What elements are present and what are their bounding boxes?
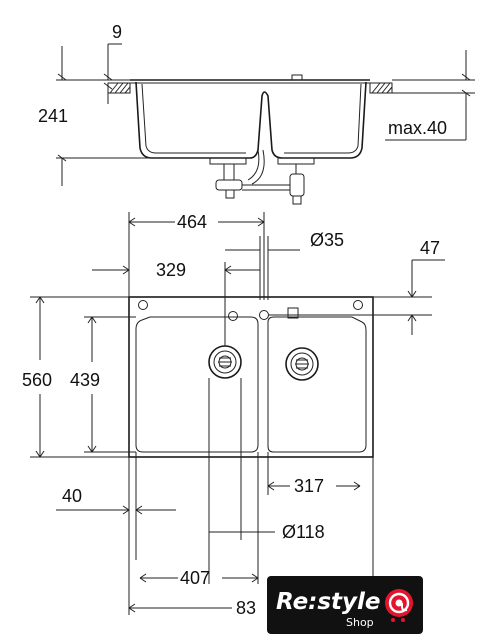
sink-outline bbox=[128, 296, 374, 458]
dim-left-bowl-width: 407 bbox=[180, 568, 210, 588]
dim-flange-thickness: 9 bbox=[112, 22, 122, 42]
right-drain bbox=[285, 347, 319, 381]
dim-total-depth: 560 bbox=[22, 370, 52, 390]
dim-bowl-depth: 439 bbox=[70, 370, 100, 390]
dim-depth: 241 bbox=[38, 106, 68, 126]
dim-tap-offset: 464 bbox=[177, 212, 207, 232]
tap-hole-left bbox=[138, 300, 148, 310]
worktop-right-hatch bbox=[369, 82, 393, 94]
dim-front-offset: 40 bbox=[62, 486, 82, 506]
dim-total-width: 83 bbox=[236, 598, 256, 618]
top-view: 464 Ø35 329 47 560 bbox=[22, 212, 445, 618]
right-bowl bbox=[267, 316, 367, 453]
badge-brand: Re:style bbox=[276, 589, 381, 615]
restyle-shop-badge: Re:style Shop bbox=[267, 576, 423, 634]
dim-left-drain-offset: 329 bbox=[156, 260, 186, 280]
left-drain bbox=[208, 345, 242, 379]
badge-sub: Shop bbox=[346, 616, 374, 629]
left-bowl bbox=[135, 316, 259, 453]
overflow-button bbox=[287, 307, 299, 319]
tap-hole-center bbox=[259, 310, 269, 320]
cart-at-icon bbox=[385, 589, 413, 622]
dim-right-drain-offset: 317 bbox=[294, 476, 324, 496]
dim-back-offset: 47 bbox=[420, 238, 440, 258]
dim-max-worktop: max.40 bbox=[388, 118, 447, 138]
tap-hole-mid bbox=[228, 311, 238, 321]
sink-profile bbox=[135, 81, 367, 159]
dim-tap-hole: Ø35 bbox=[310, 230, 344, 250]
dim-drain-diameter: Ø118 bbox=[282, 522, 325, 542]
tap-hole-right bbox=[353, 300, 363, 310]
siphon bbox=[215, 149, 305, 205]
side-view: 9 241 max.40 bbox=[38, 22, 475, 205]
